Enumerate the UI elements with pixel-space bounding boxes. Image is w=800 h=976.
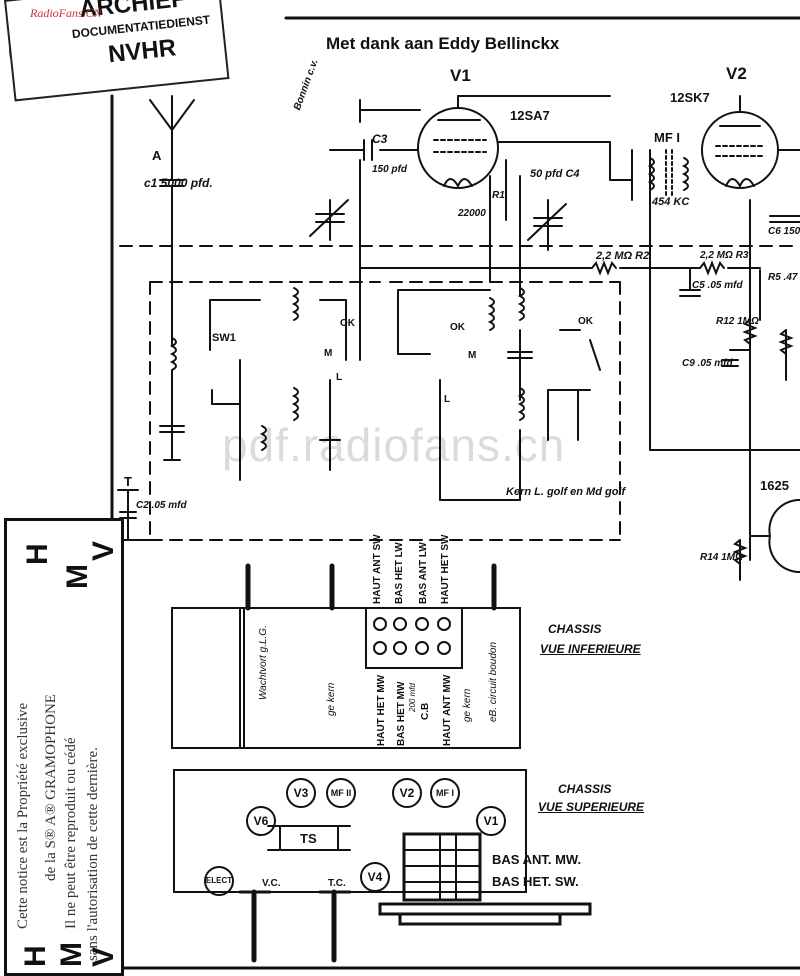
coil-label-top-2: BAS HET LW [394, 542, 405, 604]
notice-line-4: sans l'autorisation de cette dernière. [85, 747, 101, 961]
coil-label-bottom-2: BAS HET MW [396, 681, 407, 746]
chassis-top-title: CHASSIS [558, 782, 612, 796]
ground-t-label: T [124, 474, 132, 489]
tube-v1-type: 12SA7 [510, 108, 550, 123]
mf1-value: 454 KC [652, 196, 690, 208]
l-label-2: L [444, 394, 451, 405]
chassis-bottom-subtitle: VUE INFERIEURE [540, 642, 641, 656]
c9-label: C9 .05 mfd [682, 358, 733, 369]
tube-v2-type: 12SK7 [670, 90, 710, 105]
socket-v3: V3 [286, 778, 316, 808]
side-letter-v-top: V [87, 540, 120, 561]
ok-label-3: OK [578, 316, 593, 327]
chassis-note-3: 200 mfd [408, 683, 417, 712]
tube-v3-type: 1625 [760, 478, 789, 493]
chassis-top-label-1: BAS ANT. MW. [492, 852, 582, 867]
socket-mf2: MF II [326, 778, 356, 808]
r14-label: R14 1MΩ [700, 552, 743, 563]
socket-elect: ELECT [204, 866, 234, 896]
tube-v2-ref: V2 [726, 64, 747, 83]
socket-v4: V4 [360, 862, 390, 892]
r12-label: R12 1MΩ [716, 316, 759, 327]
coil-label-top-4: HAUT HET SW [440, 534, 451, 604]
coil-label-top-3: BAS ANT LW [418, 542, 429, 604]
c2-label: C2 .05 mfd [136, 500, 187, 511]
chassis-note-5: eB. circuit boudon [488, 641, 499, 722]
chassis-top-label-4: T.C. [328, 878, 346, 889]
r1-value: 22000 [458, 208, 486, 219]
r5-label: R5 .47 MΩ [768, 272, 800, 283]
side-letter-h-bottom: H [19, 945, 52, 967]
r3-label: 2,2 MΩ R3 [700, 250, 749, 261]
chassis-note-1: Wachtvort g.L.G. [258, 625, 269, 700]
antenna-label: A [152, 148, 162, 163]
m-label-1: M [324, 348, 333, 359]
c4-label: 50 pfd C4 [530, 168, 580, 180]
c5-label: C5 .05 mfd [692, 280, 743, 291]
ok-label-2: OK [450, 322, 465, 333]
mf1-label: MF I [654, 130, 680, 145]
socket-ts: TS [300, 831, 317, 846]
chassis-bottom-title: CHASSIS [548, 622, 602, 636]
kern-note: Kern L. golf en Md golf [506, 486, 626, 498]
tube-v1-ref: V1 [450, 66, 471, 85]
side-notice-panel: H M V Cette notice est la Propriété excl… [4, 518, 124, 976]
coil-label-bottom-3: C.B [420, 702, 431, 720]
center-watermark: pdf.radiofans.cn [222, 419, 566, 471]
socket-v6: V6 [246, 806, 276, 836]
chassis-top-label-2: BAS HET. SW. [492, 874, 579, 889]
chassis-note-2: ge kern [326, 682, 337, 716]
chassis-top-subtitle: VUE SUPERIEURE [538, 800, 645, 814]
chassis-note-4: ge kern [462, 688, 473, 722]
c3-value: 150 pfd [372, 164, 408, 175]
chassis-top-label-3: V.C. [262, 878, 281, 889]
m-label-2: M [468, 350, 477, 361]
site-watermark: RadioFans.CN [30, 6, 102, 20]
c3-label: C3 [372, 132, 388, 146]
c1-label: c1 5000 pfd. [144, 176, 213, 190]
coil-label-bottom-1: HAUT HET MW [376, 674, 387, 746]
notice-line-3: Il ne peut être reproduit ou cédé [63, 737, 79, 929]
socket-v2: V2 [392, 778, 422, 808]
socket-mf1: MF I [430, 778, 460, 808]
r2-label: 2,2 MΩ R2 [596, 250, 650, 262]
notice-line-2: de la S® A® GRAMOPHONE [43, 694, 59, 881]
socket-v1: V1 [476, 806, 506, 836]
stamp-org: NVHR [106, 34, 178, 69]
notice-line-1: Cette notice est la Propriété exclusive [15, 702, 31, 929]
side-letter-m-top: M [61, 564, 94, 589]
credit-line: Met dank aan Eddy Bellinckx [326, 34, 560, 53]
coil-label-bottom-4: HAUT ANT MW [442, 674, 453, 746]
coil-label-top-1: HAUT ANT SW [372, 534, 383, 604]
side-letter-v-bottom: V [87, 946, 120, 967]
side-letter-m-bottom: M [55, 942, 88, 967]
sw1-label: SW1 [212, 332, 236, 344]
ok-label-1: OK [340, 318, 355, 329]
r1-label: R1 [492, 190, 505, 201]
side-letter-h-top: H [21, 543, 54, 565]
l-label-1: L [336, 372, 343, 383]
